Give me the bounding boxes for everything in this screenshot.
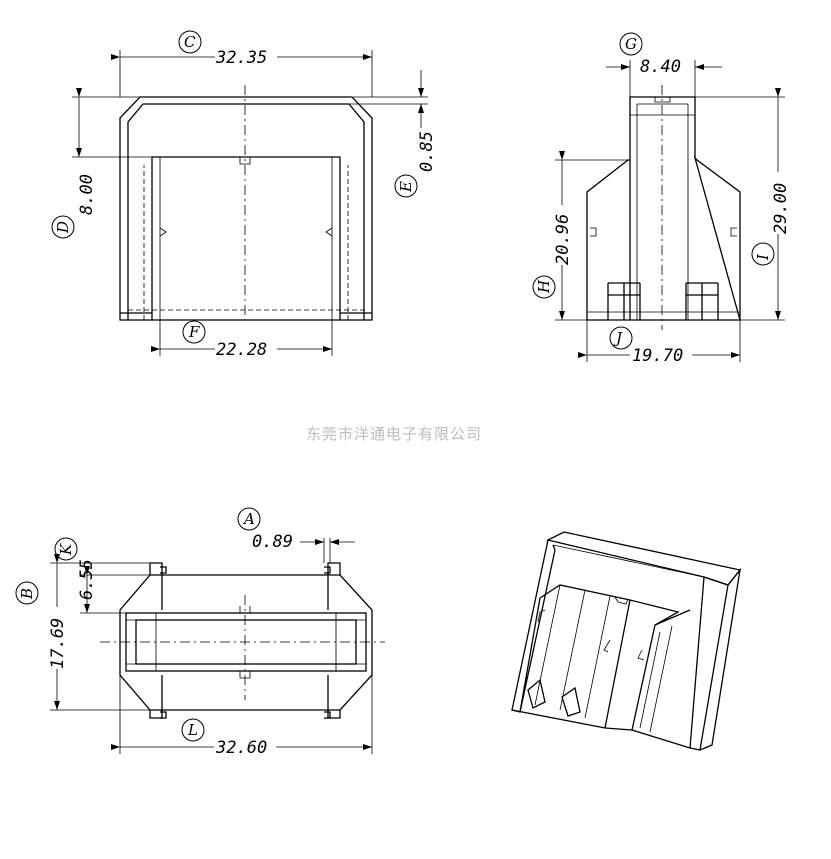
dimension-c-value: 32.35 xyxy=(215,48,267,68)
dimension-g-label: G xyxy=(625,35,637,53)
dimension-j-value: 19.70 xyxy=(632,346,683,366)
dimension-k: 6.55 K xyxy=(54,537,150,614)
dimension-i-value: 29.00 xyxy=(771,183,791,234)
isometric-view xyxy=(511,531,742,751)
dimension-b-value: 17.69 xyxy=(48,618,68,669)
dimension-a-value: 0.89 xyxy=(252,532,293,552)
dimension-d-value: 8.00 xyxy=(77,174,97,215)
dimension-a-label: A xyxy=(242,510,255,528)
dimension-j-label: J xyxy=(613,329,623,347)
dimension-b-label: B xyxy=(18,588,36,600)
dimension-f-label: F xyxy=(188,323,200,341)
dimension-h: 20.96 H xyxy=(532,151,628,321)
dimension-l-label: L xyxy=(187,721,198,739)
dimension-h-label: H xyxy=(535,279,553,294)
dimension-c-label: C xyxy=(184,33,196,51)
dimension-k-value: 6.55 xyxy=(77,559,97,600)
dimension-d-label: D xyxy=(54,221,72,234)
dimension-c: 32.35 C xyxy=(111,30,373,97)
dimension-f: 22.28 F xyxy=(151,320,333,360)
front-view xyxy=(119,85,373,321)
dimension-d: 8.00 D xyxy=(51,88,152,239)
dimension-l: 32.60 L xyxy=(111,675,373,758)
dimension-h-value: 20.96 xyxy=(553,214,573,265)
side-view xyxy=(586,85,741,330)
dimension-e-value: 0.85 xyxy=(417,131,437,172)
dimension-k-label: K xyxy=(57,543,75,556)
dimension-i: 29.00 I xyxy=(695,88,791,321)
dimension-f-value: 22.28 xyxy=(216,340,267,360)
dimension-e: 0.85 E xyxy=(349,70,437,198)
dimension-b: 17.69 B xyxy=(15,554,150,711)
dimension-a: 0.89 A xyxy=(237,507,355,563)
dimension-g-value: 8.40 xyxy=(640,57,681,77)
company-watermark: 东莞市洋通电子有限公司 xyxy=(306,425,482,443)
dimension-l-value: 32.60 xyxy=(215,738,267,758)
dimension-g: 8.40 G xyxy=(606,32,722,97)
bottom-view xyxy=(100,562,385,719)
dimension-j: 19.70 J xyxy=(578,320,741,366)
dimension-e-label: E xyxy=(397,181,415,193)
dimension-i-label: I xyxy=(754,253,772,261)
